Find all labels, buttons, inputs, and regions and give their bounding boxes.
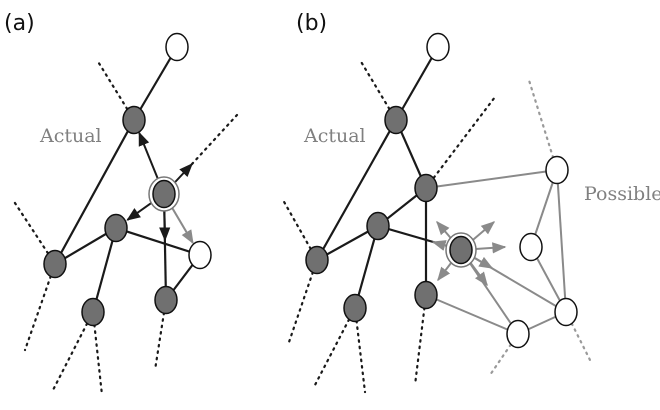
edge <box>115 226 201 257</box>
edge <box>425 294 519 335</box>
dotted-link <box>424 95 497 190</box>
dotted-link <box>281 198 319 262</box>
actual-node <box>81 297 105 327</box>
edges <box>54 46 567 335</box>
arrow-edge <box>126 201 154 221</box>
actual-node <box>305 245 329 275</box>
actual-node <box>152 179 176 209</box>
possible-node <box>554 297 578 327</box>
actual-label-a: Actual <box>39 125 102 147</box>
possible-node <box>165 32 189 62</box>
dotted-links <box>11 58 592 397</box>
possible-node <box>519 232 543 262</box>
possible-node <box>506 319 530 349</box>
dotted-link <box>50 310 95 394</box>
dotted-link <box>23 262 57 352</box>
possible-node <box>188 240 212 270</box>
actual-node <box>414 173 438 203</box>
edge <box>316 119 397 261</box>
panel-a-label: (a) <box>4 11 35 36</box>
edge <box>556 169 567 313</box>
actual-node <box>122 105 146 135</box>
possible-node <box>426 32 450 62</box>
edge <box>353 225 380 309</box>
possible-node <box>545 155 569 185</box>
edge <box>54 119 135 265</box>
dotted-link <box>95 58 136 122</box>
actual-node <box>366 211 390 241</box>
dotted-link <box>190 113 239 166</box>
possible-label: Possible <box>584 183 660 205</box>
actual-node <box>414 280 438 310</box>
edge <box>395 46 439 121</box>
nodes <box>43 32 578 349</box>
actual-node <box>449 235 473 265</box>
arrow-edge <box>170 205 194 245</box>
edge <box>425 169 558 189</box>
arrow-edge <box>138 131 160 182</box>
edge <box>133 46 178 121</box>
panel-b-label: (b) <box>296 11 327 36</box>
actual-node <box>384 105 408 135</box>
actual-node <box>154 285 178 315</box>
dotted-link <box>526 75 559 172</box>
dotted-link <box>358 58 398 122</box>
actual-node <box>43 249 67 279</box>
dotted-link <box>153 298 168 372</box>
dotted-link <box>286 258 319 347</box>
dotted-link <box>413 293 428 387</box>
actual-label-b: Actual <box>303 125 366 147</box>
actual-node <box>343 293 367 323</box>
edge <box>91 227 118 313</box>
dotted-link <box>313 306 357 387</box>
actual-node <box>104 213 128 243</box>
